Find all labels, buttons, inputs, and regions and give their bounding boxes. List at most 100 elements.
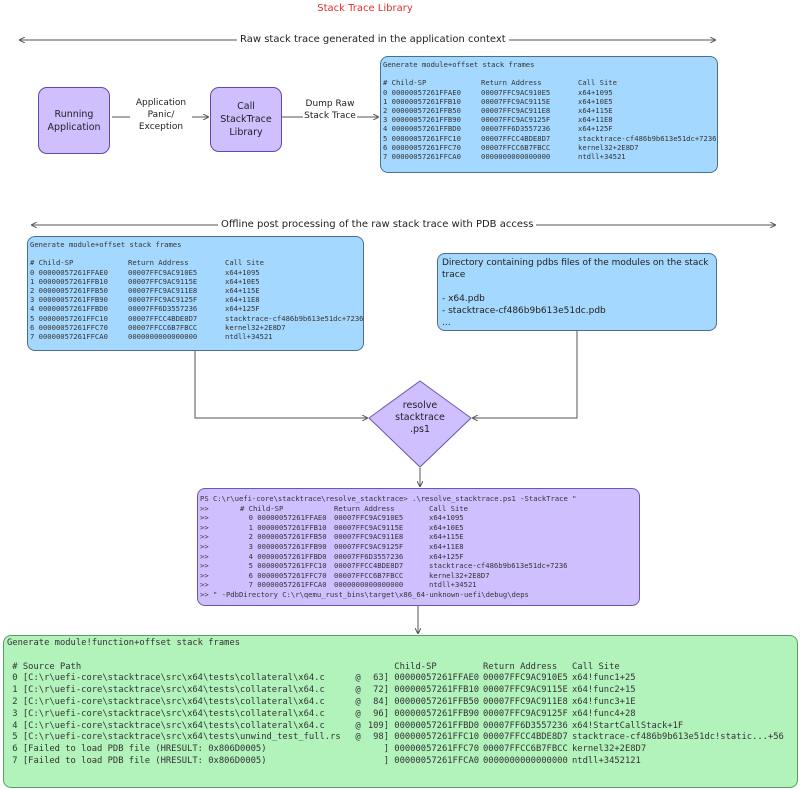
cell: 4 [C:\r\uefi-core\stacktrace\src\x64\tes… (7, 720, 325, 731)
cell: 3 00000057261FFB90 (383, 115, 461, 125)
cell: Call Site (578, 78, 617, 88)
cell: 1 00000057261FFB10 (240, 522, 327, 532)
cell: 00007FFC9AC9125F (483, 708, 568, 719)
cell: stacktrace-cf486b9b613e51dc+7236 (225, 313, 364, 323)
spacer (30, 249, 361, 258)
cell: 00000057261FFB50 (389, 696, 480, 707)
cell: 00007FFCC6B7FBCC (334, 570, 404, 580)
cell: 00007FFC9AC9115E (334, 522, 404, 532)
cell: 00007FFC9AC910E5 (334, 513, 404, 523)
cell: x64+10E5 (429, 522, 464, 532)
cell: ntdll+34521 (578, 152, 626, 162)
frame-row: 2 [C:\r\uefi-core\stacktrace\src\x64\tes… (7, 697, 794, 709)
cell: Return Address (483, 661, 558, 672)
cell: >> (200, 551, 209, 561)
cell: 00007FFCC6B7FBCC (483, 744, 568, 755)
cell: kernel32+2E8D7 (572, 744, 647, 755)
cell: x64!func3+1E (572, 696, 636, 707)
cell: >> (200, 570, 209, 580)
cell: kernel32+2E8D7 (578, 142, 639, 152)
cell: 2 00000057261FFB50 (383, 106, 461, 116)
cell: 2 [C:\r\uefi-core\stacktrace\src\x64\tes… (7, 696, 325, 707)
cell: 00000057261FFCA0 (389, 755, 480, 766)
cell: x64+1095 (225, 267, 260, 277)
cell (352, 662, 364, 674)
dump-raw-stack-trace-label: Dump Raw Stack Trace (303, 98, 357, 122)
frame-row: 3 [C:\r\uefi-core\stacktrace\src\x64\tes… (7, 709, 794, 721)
pdb-line: ... (442, 318, 451, 328)
frame-row: 4 [C:\r\uefi-core\stacktrace\src\x64\tes… (7, 721, 794, 733)
raw-stack-frames-panel-offline: Generate module+offset stack frames # Ch… (27, 236, 364, 351)
cell: >> (200, 522, 209, 532)
cell: @ (355, 685, 361, 696)
cell: 00007FFC9AC9125F (334, 541, 404, 551)
cell: 0000000000000000 (481, 152, 551, 162)
powershell-command-panel: PS C:\r\uefi-core\stacktrace\resolve_sta… (197, 488, 640, 606)
cell: Child-SP (389, 661, 437, 672)
panel-heading: Generate module!function+offset stack fr… (7, 638, 241, 648)
cell: 00007FFC9AC910E5 (483, 673, 568, 684)
cell: ] (383, 744, 389, 755)
cell: 00007FF6D3557236 (481, 124, 551, 134)
spacer (383, 69, 715, 78)
ps-command: PS C:\r\uefi-core\stacktrace\resolve_sta… (200, 494, 577, 503)
cell: 7 00000057261FFCA0 (240, 580, 327, 590)
section-label-offline: Offline post processing of the raw stack… (218, 219, 537, 230)
cell: x64+115E (429, 532, 464, 542)
cell: @ (355, 708, 361, 719)
cell: ntdll+34521 (429, 580, 477, 590)
cell: x64+11E8 (225, 295, 260, 305)
cell: x64+115E (225, 286, 260, 296)
diagram-title: Stack Trace Library (317, 3, 413, 14)
cell: x64!func1+25 (572, 673, 636, 684)
cell: stacktrace-cf486b9b613e51dc+7236 (578, 133, 717, 143)
cell: 5 00000057261FFC10 (240, 561, 327, 571)
frame-row: 1 [C:\r\uefi-core\stacktrace\src\x64\tes… (7, 685, 794, 697)
resolve-stacktrace-label: resolve stacktrace .ps1 (395, 400, 445, 435)
cell: 7 00000057261FFCA0 (383, 152, 461, 162)
cell: 00007FFC9AC910E5 (481, 87, 551, 97)
cell: 00000057261FFAE0 (389, 673, 480, 684)
cell: 3 [C:\r\uefi-core\stacktrace\src\x64\tes… (7, 708, 325, 719)
cell: x64+125F (429, 551, 464, 561)
frame-row: 7 [Failed to load PDB file (HRESULT: 0x8… (7, 756, 794, 768)
cell: 6 00000057261FFC70 (30, 322, 108, 332)
frame-row: 7 00000057261FFCA0 0000000000000000 ntdll+… (383, 152, 715, 161)
cell: 5 00000057261FFC10 (383, 133, 461, 143)
cell: 00007FF6D3557236 (334, 551, 404, 561)
cell: 4 00000057261FFBD0 (240, 551, 327, 561)
cell: 3 00000057261FFB90 (30, 295, 108, 305)
frame-row: 5 [C:\r\uefi-core\stacktrace\src\x64\tes… (7, 732, 794, 744)
cell: 00007FFCC4BDE8D7 (334, 561, 404, 571)
cell: # Child-SP (383, 78, 427, 88)
cell: x64+1095 (429, 513, 464, 523)
cell: 00007FFC9AC910E5 (128, 267, 198, 277)
cell: 00007FFC9AC911E8 (334, 532, 404, 542)
cell: ] (383, 755, 389, 766)
cell: x64!func4+28 (572, 708, 636, 719)
cell: @ (355, 732, 361, 743)
cell: >> (200, 561, 209, 571)
cell: 5 00000057261FFC10 (30, 313, 108, 323)
cell: 0000000000000000 (128, 332, 198, 342)
cell: 00000057261FFBD0 (389, 720, 480, 731)
cell: >> (200, 541, 209, 551)
pdb-line (442, 281, 712, 293)
cell: x64!StartCallStack+1F (572, 720, 684, 731)
